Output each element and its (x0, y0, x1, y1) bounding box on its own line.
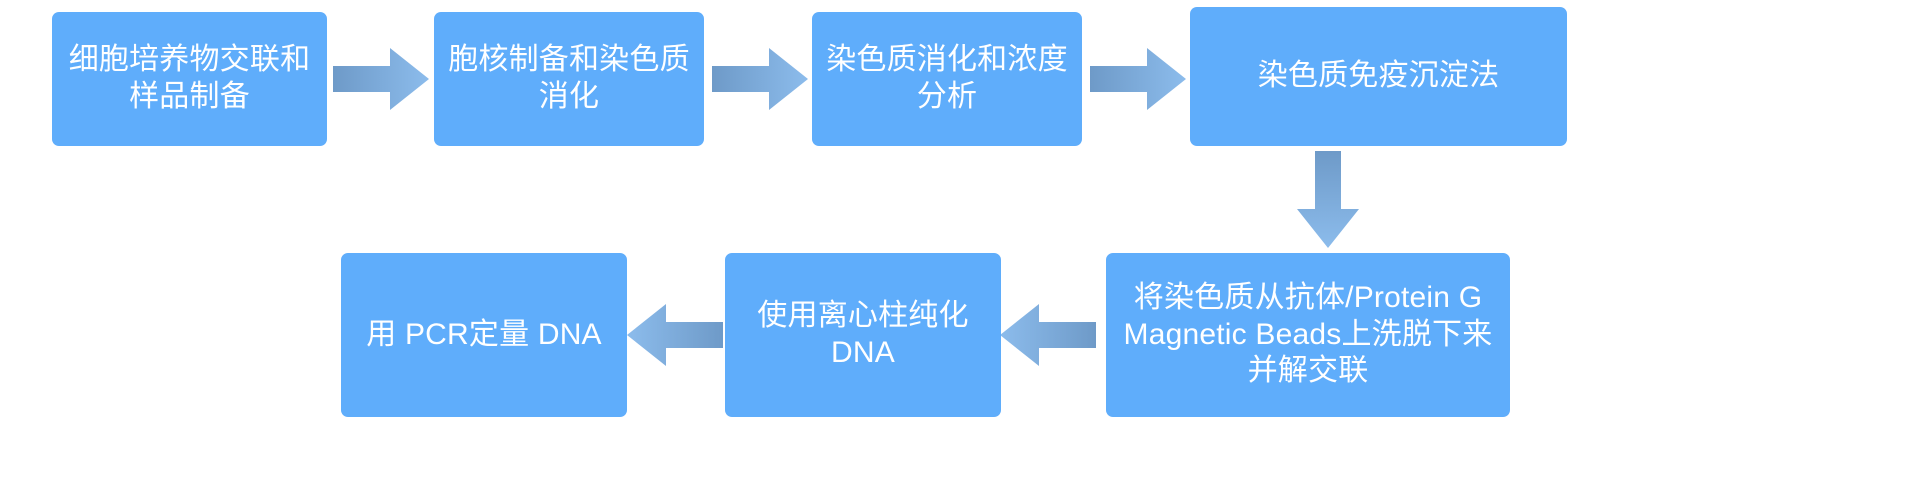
flow-node-step4[interactable]: 染色质免疫沉淀法 (1190, 7, 1567, 146)
arrow-step1-to-step2 (333, 48, 429, 110)
flow-node-step4-label: 染色质免疫沉淀法 (1257, 59, 1500, 93)
arrow-step2-to-step3 (712, 48, 808, 110)
flow-node-step2-label: 胞核制备和染色质 消化 (448, 43, 690, 113)
arrow-step5-to-step6 (1000, 304, 1096, 366)
flow-node-step5[interactable]: 将染色质从抗体/Protein G Magnetic Beads上洗脱下来 并解… (1106, 253, 1510, 417)
flow-node-step6[interactable]: 使用离心柱纯化 DNA (725, 253, 1001, 417)
flow-node-step3-label: 染色质消化和浓度 分析 (826, 43, 1068, 113)
arrow-step6-to-step7 (627, 304, 723, 366)
flow-node-step1[interactable]: 细胞培养物交联和 样品制备 (52, 12, 327, 146)
flow-node-step7-label: 用 PCR定量 DNA (366, 317, 602, 351)
flow-node-step6-label: 使用离心柱纯化 DNA (757, 299, 969, 369)
flow-node-step7[interactable]: 用 PCR定量 DNA (341, 253, 627, 417)
arrow-step3-to-step4 (1090, 48, 1186, 110)
flow-node-step2[interactable]: 胞核制备和染色质 消化 (434, 12, 704, 146)
arrow-step4-to-step5 (1297, 151, 1359, 248)
flow-node-step3[interactable]: 染色质消化和浓度 分析 (812, 12, 1082, 146)
flow-node-step5-label: 将染色质从抗体/Protein G Magnetic Beads上洗脱下来 并解… (1123, 281, 1493, 388)
flow-node-step1-label: 细胞培养物交联和 样品制备 (68, 43, 311, 113)
